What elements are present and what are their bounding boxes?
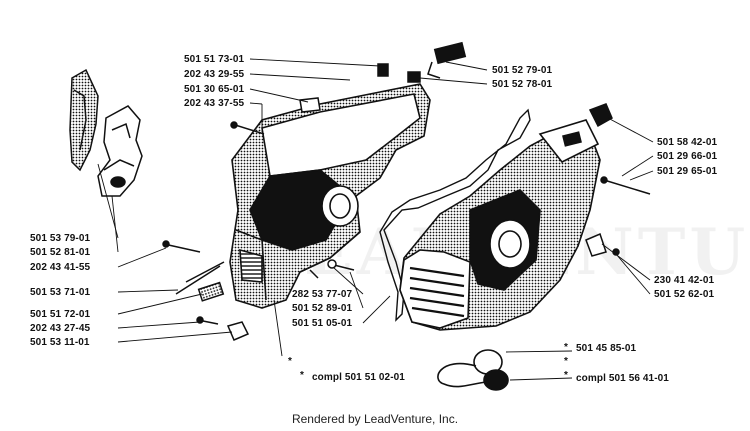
label-501-30-65-01: 501 30 65-01: [184, 84, 245, 95]
label-501-52-62-01: 501 52 62-01: [654, 289, 715, 300]
label-compl-501-51-02-01: compl 501 51 02-01: [312, 372, 405, 383]
label-501-29-66-01: 501 29 66-01: [657, 151, 718, 162]
label-202-43-37-55: 202 43 37-55: [184, 98, 245, 109]
label-501-52-89-01: 501 52 89-01: [292, 303, 353, 314]
leader-lines: [97, 58, 654, 381]
small-fasteners-right: [585, 103, 651, 257]
label-501-53-11-01: 501 53 11-01: [30, 337, 90, 348]
left-cover-parts: [69, 68, 143, 197]
asterisk-marker: *: [564, 370, 568, 381]
label-202-43-27-45: 202 43 27-45: [30, 323, 91, 334]
cap-with-cord: [437, 349, 509, 391]
label-compl-501-56-41-01: compl 501 56 41-01: [576, 373, 669, 384]
label-202-43-41-55: 202 43 41-55: [30, 262, 91, 273]
label-501-52-78-01: 501 52 78-01: [492, 79, 553, 90]
left-crankcase: [229, 83, 431, 309]
label-501-29-65-01: 501 29 65-01: [657, 166, 718, 177]
asterisk-marker: *: [288, 356, 292, 367]
asterisk-marker: *: [564, 342, 568, 353]
asterisk-marker: *: [300, 370, 304, 381]
label-282-53-77-07: 282 53 77-07: [292, 289, 353, 300]
asterisk-marker: *: [564, 356, 568, 367]
label-501-53-71-01: 501 53 71-01: [30, 287, 91, 298]
label-230-41-42-01: 230 41 42-01: [654, 275, 715, 286]
label-501-51-73-01: 501 51 73-01: [184, 54, 245, 65]
gasket: [379, 108, 531, 322]
label-501-58-42-01: 501 58 42-01: [657, 137, 718, 148]
label-501-53-79-01: 501 53 79-01: [30, 233, 91, 244]
label-501-52-81-01: 501 52 81-01: [30, 247, 91, 258]
label-202-43-29-55: 202 43 29-55: [184, 69, 245, 80]
right-crankcase: [399, 119, 601, 331]
label-501-51-72-01: 501 51 72-01: [30, 309, 91, 320]
footer-credit: Rendered by LeadVenture, Inc.: [291, 412, 459, 426]
label-501-52-79-01: 501 52 79-01: [492, 65, 553, 76]
label-501-45-85-01: 501 45 85-01: [576, 343, 637, 354]
label-501-51-05-01: 501 51 05-01: [292, 318, 353, 329]
